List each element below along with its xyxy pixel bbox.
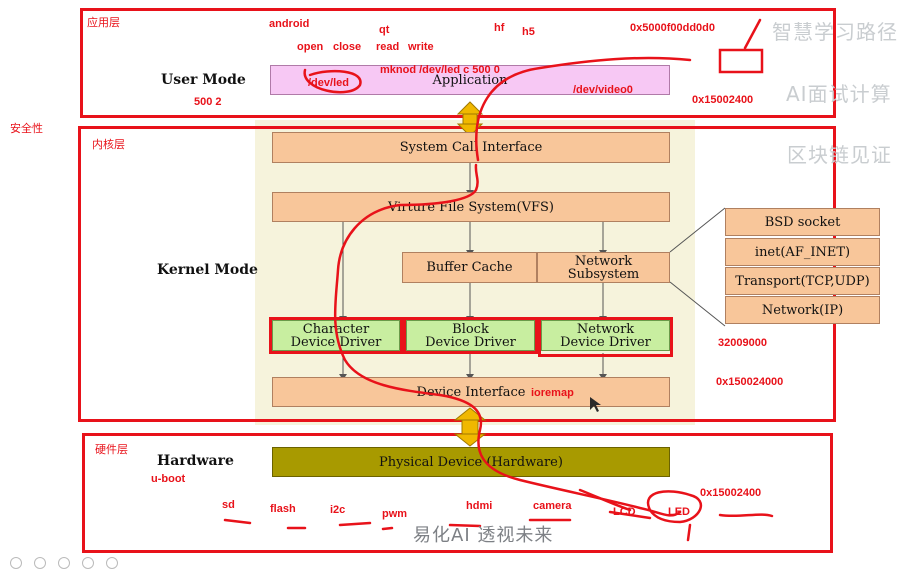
buffer-cache-block: Buffer Cache xyxy=(402,252,537,283)
watermark-bottom: 易化AI 透视未来 xyxy=(413,525,554,546)
more-icon[interactable] xyxy=(106,557,118,569)
safety-label: 安全性 xyxy=(10,122,43,135)
address-user-note: 0x15002400 xyxy=(692,94,754,106)
android-note: android xyxy=(269,18,310,30)
address-hw-note: 0x15002400 xyxy=(700,487,762,499)
net-driver-highlight xyxy=(538,317,673,357)
system-call-interface-block: System Call Interface xyxy=(272,132,670,163)
back-icon[interactable] xyxy=(10,557,22,569)
slides-icon[interactable] xyxy=(58,557,70,569)
close-note: close xyxy=(333,41,362,53)
dev-led-note: /dev/led xyxy=(308,77,349,89)
app-layer-box xyxy=(80,8,836,118)
hdmi-note: hdmi xyxy=(466,500,493,512)
watermark-2: AI面试计算 xyxy=(786,82,892,106)
number-32009000-note: 32009000 xyxy=(718,337,767,349)
address-kernel-note: 0x150024000 xyxy=(716,376,784,388)
network-ip-block: Network(IP) xyxy=(725,296,880,324)
write-note: write xyxy=(408,41,434,53)
watermark-3: 区块链见证 xyxy=(787,143,892,167)
pwm-note: pwm xyxy=(382,508,408,520)
read-note: read xyxy=(376,41,400,53)
led-note: LED xyxy=(668,506,690,518)
inet-block: inet(AF_INET) xyxy=(725,238,880,266)
pen-icon[interactable] xyxy=(34,557,46,569)
transport-block: Transport(TCP,UDP) xyxy=(725,267,880,295)
i2c-note: i2c xyxy=(330,504,346,516)
hardware-layer-label: 硬件层 xyxy=(95,443,128,456)
kernel-layer-label: 内核层 xyxy=(92,138,125,151)
block-driver-highlight xyxy=(403,317,538,354)
kernel-mode-label: Kernel Mode xyxy=(157,262,258,278)
zoom-icon[interactable] xyxy=(82,557,94,569)
hardware-label: Hardware xyxy=(157,453,234,469)
flash-note: flash xyxy=(270,503,296,515)
hf-note: hf xyxy=(494,22,505,34)
dev-video-note: /dev/video0 xyxy=(573,84,633,96)
uboot-note: u-boot xyxy=(151,473,186,485)
app-layer-label: 应用层 xyxy=(87,16,120,29)
user-mode-label: User Mode xyxy=(161,72,246,88)
slide-toolbar xyxy=(10,557,130,569)
camera-note: camera xyxy=(533,500,572,512)
bsd-socket-block: BSD socket xyxy=(725,208,880,236)
physical-device-block: Physical Device (Hardware) xyxy=(272,447,670,477)
open-note: open xyxy=(297,41,324,53)
device-interface-block: Device Interface xyxy=(272,377,670,407)
ioremap-note: ioremap xyxy=(531,387,574,399)
address-top-note: 0x5000f00dd0d0 xyxy=(630,22,715,34)
h5-note: h5 xyxy=(522,26,535,38)
qt-note: qt xyxy=(379,24,390,36)
sd-note: sd xyxy=(222,499,235,511)
major-minor-note: 500 2 xyxy=(194,96,222,108)
mknod-note: mknod /dev/led c 500 0 xyxy=(380,64,500,76)
lcd-note: LCD xyxy=(613,506,636,518)
watermark-1: 智慧学习路径 xyxy=(772,20,898,44)
